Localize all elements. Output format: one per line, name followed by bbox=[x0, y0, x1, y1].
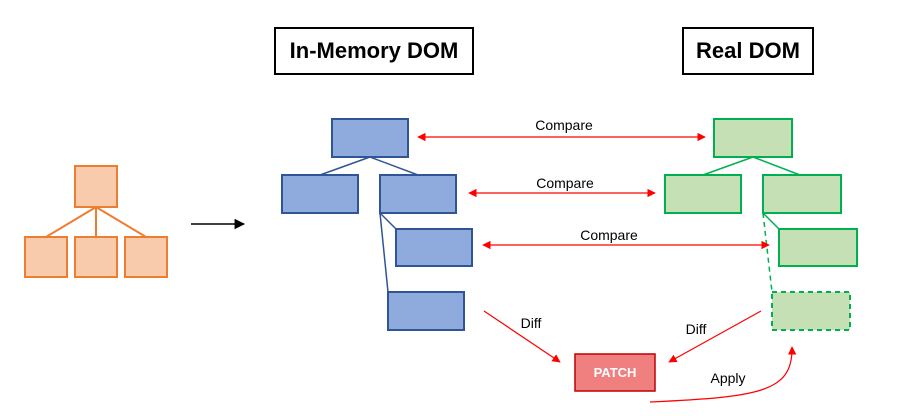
compare-arrow-3: Compare bbox=[482, 227, 770, 250]
patch-label: PATCH bbox=[594, 365, 637, 380]
real-dom-child-node bbox=[762, 174, 842, 214]
compare-arrow-2: Compare bbox=[468, 175, 656, 198]
apply-arrow: Apply bbox=[649, 346, 797, 403]
diff-arrow-left: Diff bbox=[483, 310, 561, 363]
real-dom-title-text: Real DOM bbox=[696, 38, 800, 63]
real-dom-tree bbox=[664, 118, 858, 331]
source-tree-child-node bbox=[124, 236, 168, 278]
apply-label: Apply bbox=[710, 370, 745, 386]
source-tree-child-node bbox=[74, 236, 118, 278]
in-memory-child-node bbox=[281, 174, 359, 214]
source-tree-root-node bbox=[74, 165, 118, 208]
real-dom-title: Real DOM bbox=[682, 27, 814, 75]
source-tree-child-node bbox=[24, 236, 68, 278]
in-memory-tree bbox=[281, 118, 473, 331]
real-dom-missing-node bbox=[771, 291, 851, 331]
real-dom-root-node bbox=[713, 118, 793, 158]
diff-label-right: Diff bbox=[686, 321, 707, 337]
real-dom-grandchild-node bbox=[778, 228, 858, 267]
in-memory-root-node bbox=[331, 118, 409, 158]
compare-label-3: Compare bbox=[580, 227, 638, 243]
patch-box: PATCH bbox=[574, 353, 656, 392]
real-dom-child-node bbox=[664, 174, 742, 214]
compare-label-1: Compare bbox=[535, 117, 593, 133]
compare-arrow-1: Compare bbox=[417, 117, 706, 142]
diff-arrow-right: Diff bbox=[668, 310, 762, 363]
in-memory-dom-title: In-Memory DOM bbox=[274, 27, 474, 75]
compare-label-2: Compare bbox=[536, 175, 594, 191]
source-tree bbox=[24, 165, 168, 278]
in-memory-dom-title-text: In-Memory DOM bbox=[290, 38, 459, 63]
in-memory-new-node bbox=[387, 291, 465, 331]
diff-label-left: Diff bbox=[521, 315, 542, 331]
in-memory-grandchild-node bbox=[395, 228, 473, 267]
in-memory-child-node bbox=[379, 174, 457, 214]
